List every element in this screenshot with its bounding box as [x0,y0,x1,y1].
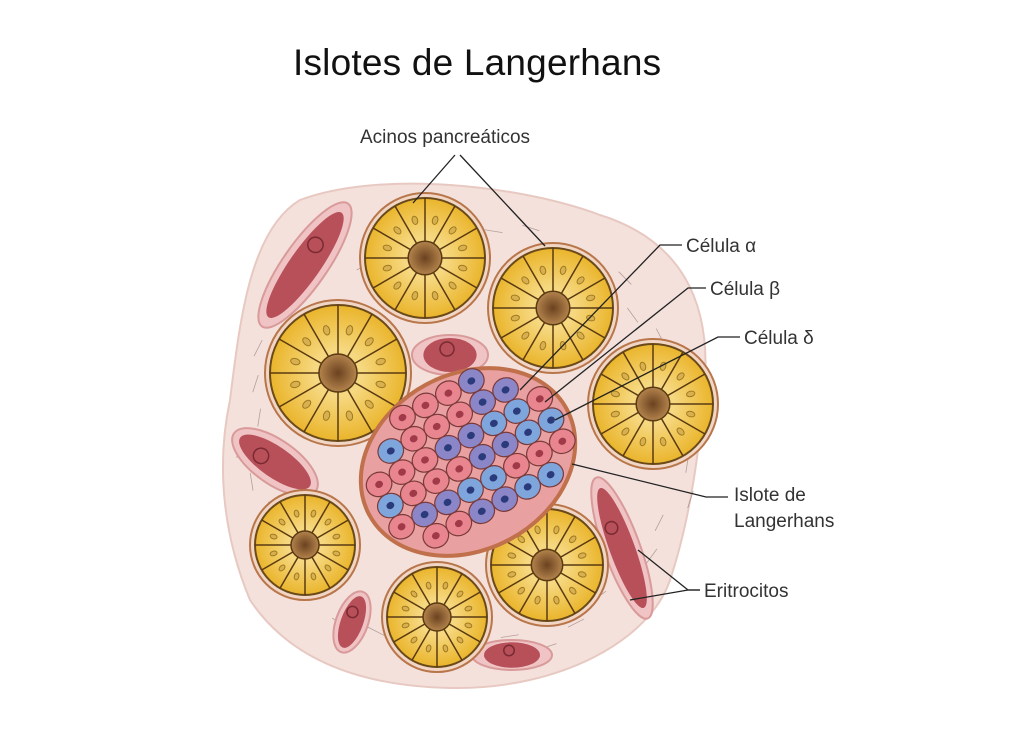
leader-islet [571,463,728,498]
erythrocyte [252,447,270,465]
alpha-cell [445,456,473,482]
delta-cell [480,410,508,437]
blood-vessel [231,427,319,497]
label-erythrocytes: Eritrocitos [704,581,788,602]
acinus-lumen [318,353,358,393]
beta-cell [434,489,461,516]
acinus-lumen [635,386,671,422]
alpha-cell [548,428,576,455]
acinus [487,242,619,374]
label-beta-cell: Célula β [710,279,780,300]
alpha-cell [388,459,416,485]
blood-vessel [471,639,553,671]
acinus-lumen [407,240,443,276]
alpha-cell [411,447,439,473]
leader-beta [544,287,706,403]
blood-vessel [411,334,489,376]
alpha-cell [446,401,474,428]
alpha-cell [525,440,553,467]
acinus [381,561,493,673]
langerhans-islet [358,366,578,558]
delta-cell [537,461,565,488]
delta-cell [514,474,542,500]
pancreatic-acini [249,192,719,673]
leader-delta [554,336,740,421]
slide-title: Islotes de Langerhans [293,42,662,83]
acinus-lumen [422,602,452,632]
leader-acini-1 [412,154,456,204]
acinus [359,192,491,324]
erythrocyte [346,605,359,619]
blood-vessel [590,476,654,620]
blood-vessels [231,201,654,671]
leader-erythrocyte-2 [629,589,700,601]
delta-cell [377,438,405,464]
acinus-lumen [290,530,320,560]
acinus [264,299,412,447]
label-delta-cell: Célula δ [744,328,814,349]
label-alpha-cell: Célula α [686,236,756,257]
label-islet-line1: Islote de [734,485,806,506]
erythrocyte [439,341,455,357]
blood-vessel [332,590,372,654]
leader-acini-2 [459,154,546,247]
beta-cell [468,498,496,525]
alpha-cell [445,510,473,537]
blood-vessel [257,201,353,329]
beta-cell [468,443,496,470]
acinus [587,338,719,470]
acinus-lumen [535,290,571,326]
label-islet-line2: Langerhans [734,511,834,532]
leader-alpha [519,244,682,391]
acinus-lumen [530,548,564,582]
acinus [249,489,361,601]
leader-lines [412,154,740,601]
erythrocyte [503,644,515,657]
erythrocyte [306,236,324,254]
label-acini: Acinos pancreáticos [360,127,530,148]
erythrocyte [604,520,619,535]
